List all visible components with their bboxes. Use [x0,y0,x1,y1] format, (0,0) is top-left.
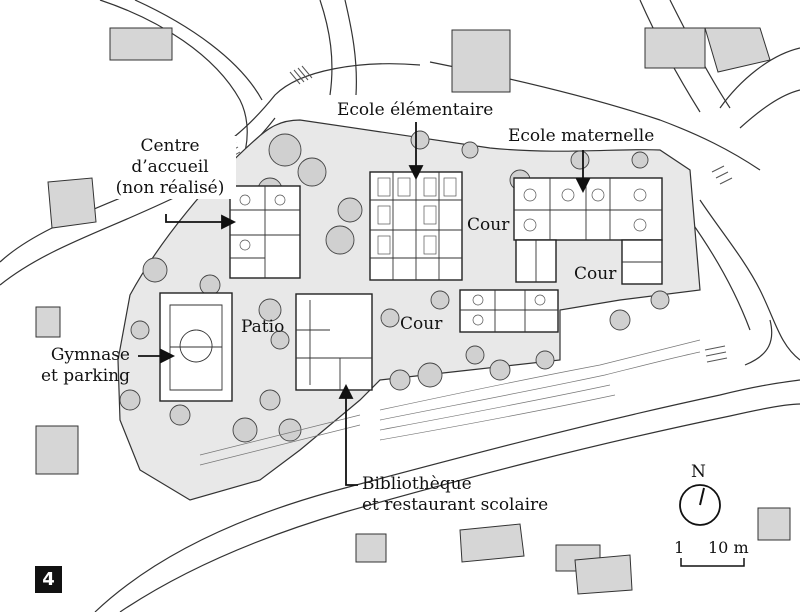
label-arrows [138,122,591,486]
bibliotheque-building [295,293,373,391]
scale-start-label: 1 [674,538,685,557]
label-centre-accueil-line2: d’accueil [131,157,209,177]
label-patio: Patio [241,317,285,337]
label-centre-accueil-line3: (non réalisé) [115,178,225,198]
label-cour-elementaire: Cour [467,215,510,235]
label-ecole-elementaire: Ecole élémentaire [334,100,497,121]
label-bibliotheque-line1: Bibliothèque [362,474,472,494]
label-cour-centrale: Cour [400,314,443,334]
figure-number-badge: 4 [35,566,62,593]
label-bibliotheque: Bibliothèque et restaurant scolaire [362,474,548,516]
label-gymnase-line2: et parking [40,366,130,386]
label-gymnase-line1: Gymnase [50,345,130,365]
arrow-gymnase [138,348,176,364]
label-cour-maternelle: Cour [574,264,617,284]
compass-north-label: N [691,462,706,482]
arrow-ecole-maternelle [575,150,591,194]
label-ecole-maternelle: Ecole maternelle [505,126,658,147]
scale-end-label: 10 m [708,538,749,557]
interior-walls [169,172,662,391]
label-gymnase: Gymnase et parking [30,345,130,387]
arrow-ecole-elementaire [408,122,424,181]
scale-bar [680,558,745,567]
arrow-centre-accueil [165,214,237,230]
surrounding-buildings [35,27,791,595]
label-centre-accueil-line1: Centre [140,136,200,156]
compass-icon [679,484,721,526]
arrow-bibliotheque [338,383,358,486]
label-centre-accueil: Centre d’accueil (non réalisé) [104,136,236,199]
label-bibliotheque-line2: et restaurant scolaire [362,495,549,515]
room-furniture [239,177,647,326]
